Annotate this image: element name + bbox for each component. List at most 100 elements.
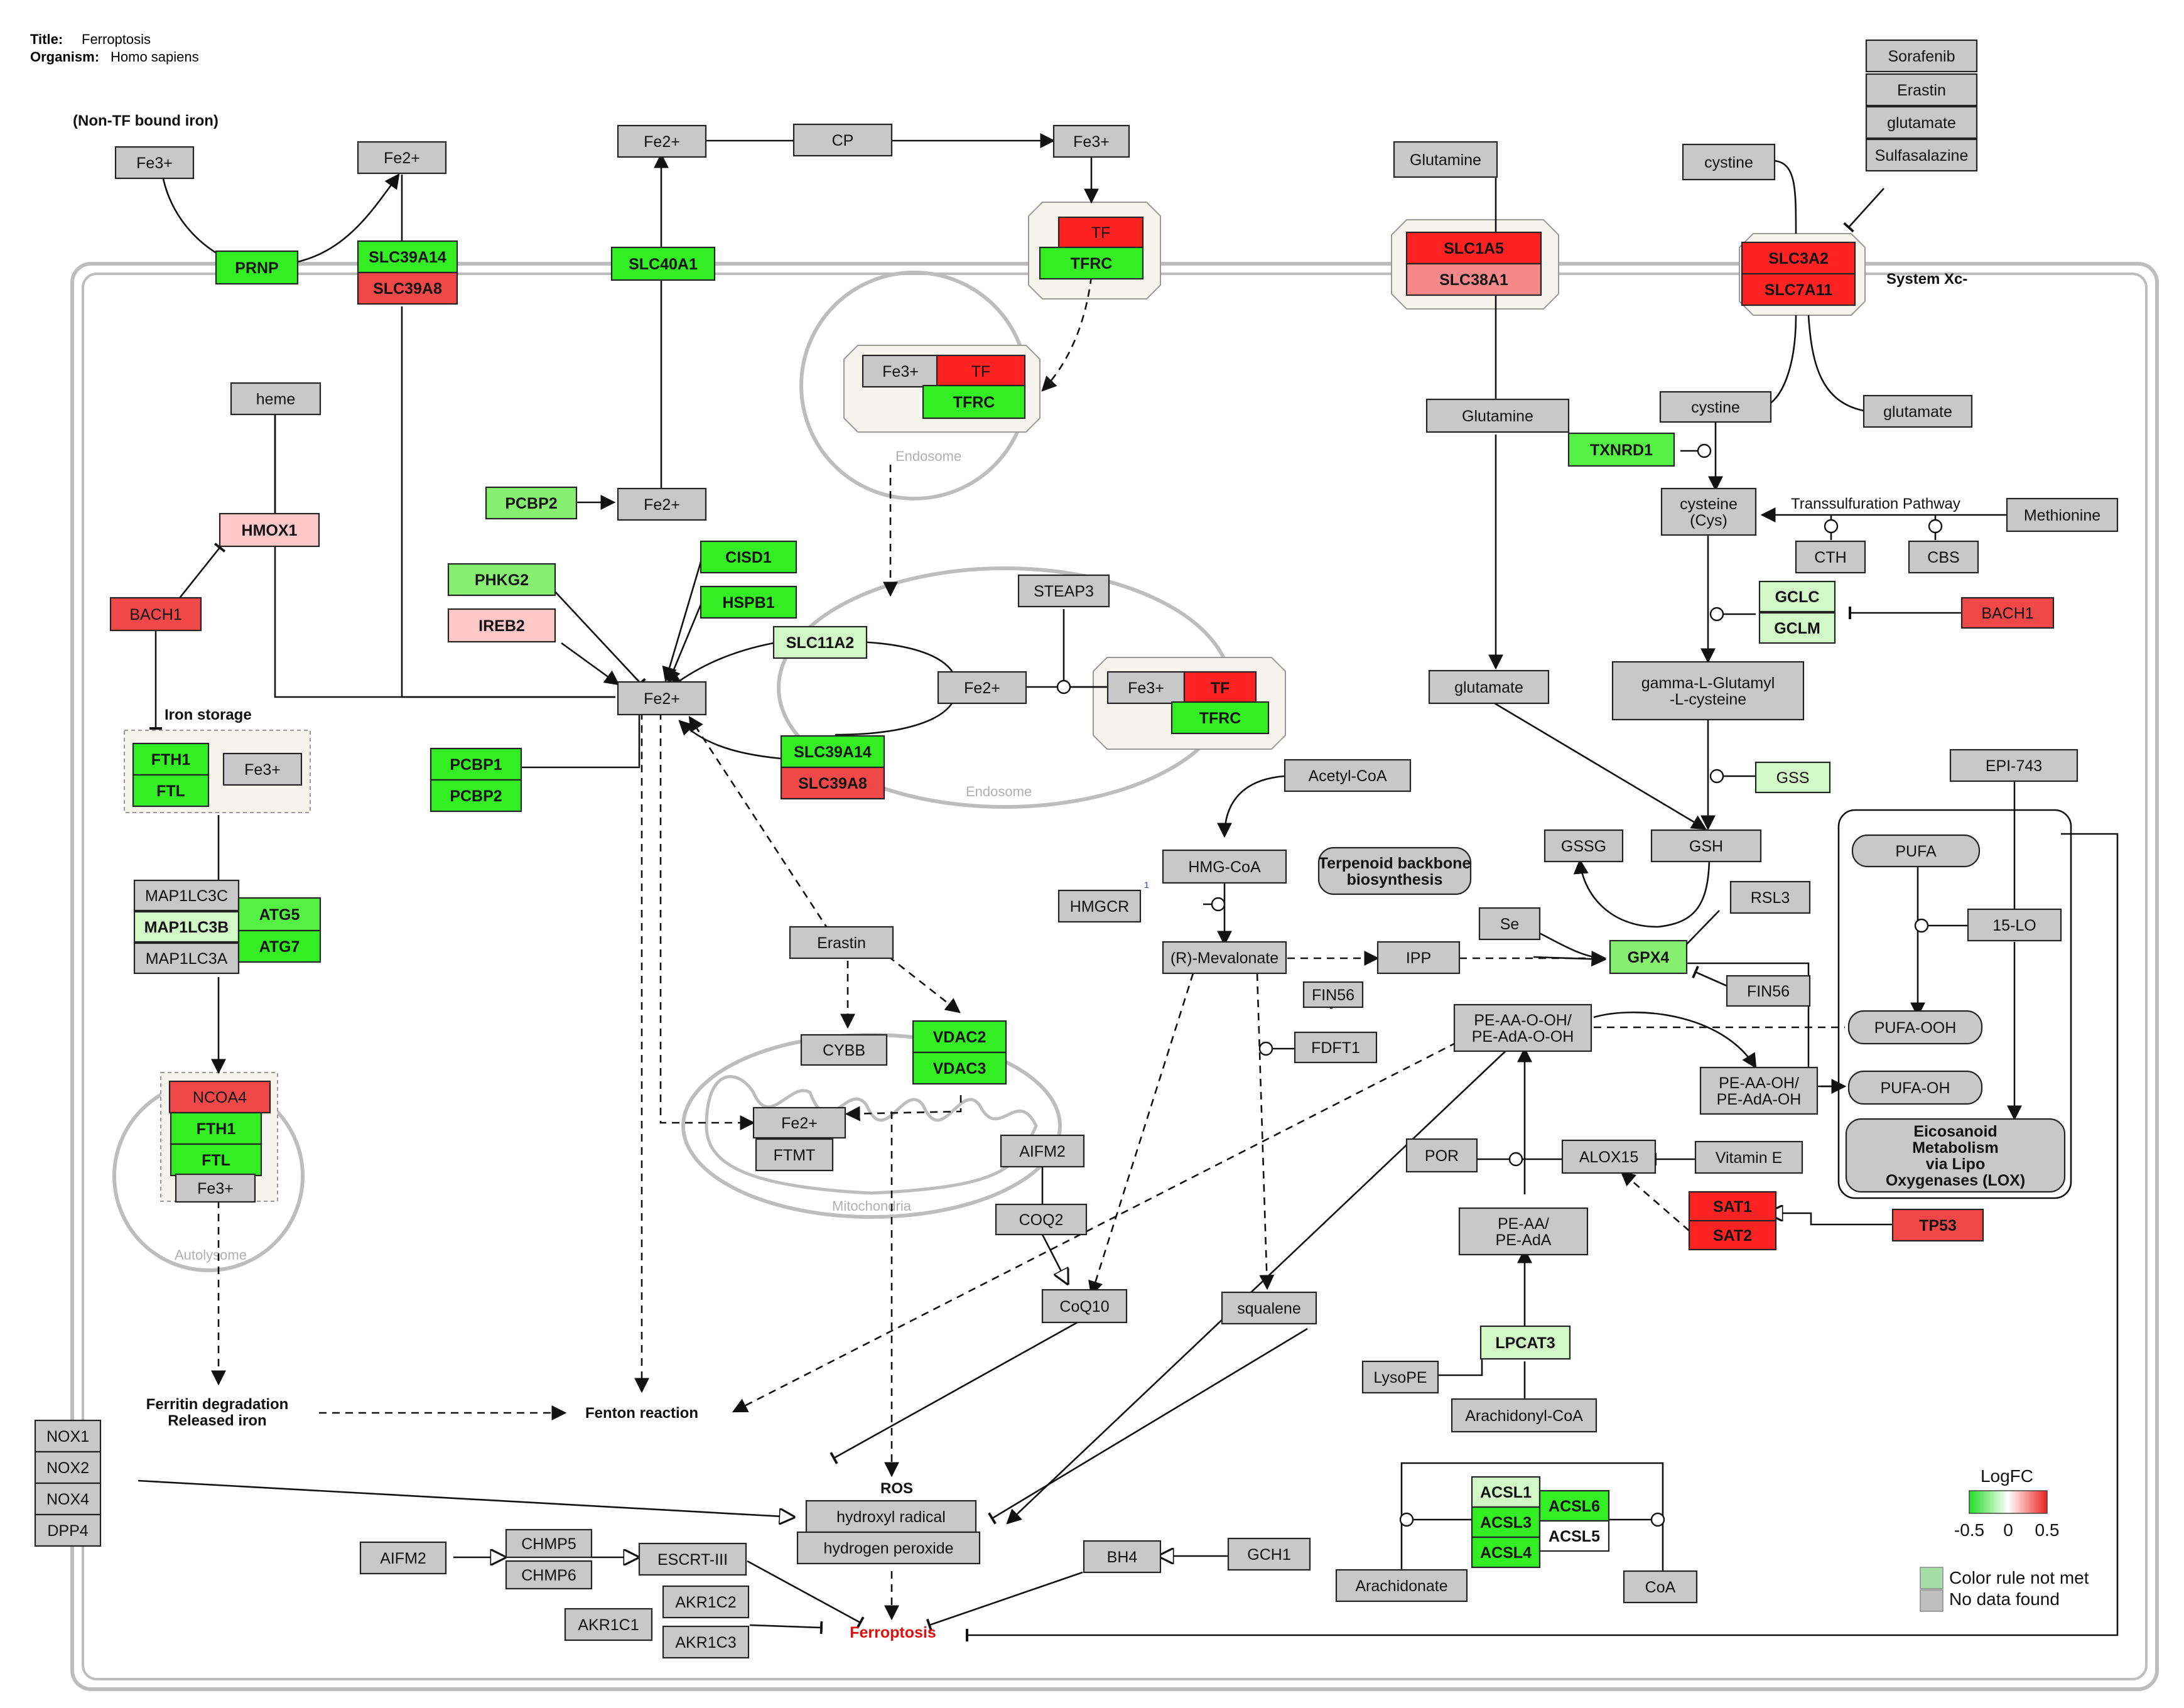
node-label: GSSG — [1561, 838, 1606, 855]
edge — [1533, 951, 1607, 967]
node-dpp4: DPP4 — [34, 1513, 102, 1547]
node-box — [1795, 540, 1866, 574]
node-steap3: STEAP3 — [1017, 574, 1110, 608]
node-h2o2: hydrogen peroxide — [796, 1531, 981, 1565]
node-gsh: GSH — [1650, 829, 1762, 863]
node-box — [34, 1513, 102, 1547]
node-box — [1052, 124, 1130, 158]
ferritin-degradation-label: Ferritin degradation — [146, 1396, 289, 1413]
node-slc39a8-endo: SLC39A8 — [780, 766, 885, 800]
edge — [1774, 159, 1797, 234]
edge — [1006, 1044, 1513, 1525]
node-label: AIFM2 — [380, 1550, 426, 1567]
edge — [966, 833, 2119, 1641]
node-slc38a1: SLC38A1 — [1405, 262, 1542, 296]
node-label: VDAC2 — [933, 1029, 987, 1046]
organism-label: Organism: — [30, 49, 99, 65]
node-label: GSS — [1776, 769, 1810, 787]
node-box — [1471, 1506, 1541, 1538]
node-label: Oxygenases (LOX) — [1886, 1172, 2025, 1189]
node-label: FIN56 — [1747, 983, 1790, 1000]
node-box — [222, 752, 303, 786]
node-label: DPP4 — [47, 1522, 88, 1540]
node-fe3-nontf: Fe3+ — [114, 146, 195, 180]
node-mevalonate: (R)-Mevalonate — [1162, 941, 1287, 975]
node-box — [700, 540, 797, 574]
node-prnp: PRNP — [215, 250, 299, 285]
node-box — [1335, 1569, 1468, 1603]
node-label: hydrogen peroxide — [823, 1540, 953, 1557]
edge — [845, 1095, 962, 1122]
node-peaaooh: PE-AA-O-OH/PE-AdA-O-OH — [1453, 1003, 1592, 1052]
node-label: FIN56 — [1312, 986, 1354, 1004]
node-label: NOX2 — [46, 1459, 89, 1477]
node-peaa: PE-AA/PE-AdA — [1458, 1207, 1589, 1256]
node-box — [1699, 1066, 1819, 1115]
node-label: SLC38A1 — [1439, 271, 1508, 289]
node-box — [1428, 669, 1550, 705]
node-label: Acetyl-CoA — [1308, 767, 1387, 785]
node-methionine: Methionine — [2006, 497, 2119, 532]
node-label: (Cys) — [1690, 512, 1727, 529]
node-box — [1611, 661, 1805, 721]
node-tp53: TP53 — [1891, 1208, 1984, 1242]
node-label: Metabolism — [1912, 1139, 1999, 1157]
node-box — [1960, 597, 2055, 629]
node-box — [1039, 246, 1144, 280]
node-label: Glutamine — [1410, 151, 1481, 169]
node-box — [109, 597, 202, 632]
edge — [659, 712, 755, 1130]
node-fin56-a: FIN56 — [1302, 981, 1364, 1008]
node-label: GSH — [1689, 838, 1723, 855]
node-label: MAP1LC3C — [145, 887, 228, 905]
node-tf-endo2: TF — [1183, 671, 1257, 705]
node-acsl5: ACSL5 — [1538, 1520, 1610, 1552]
node-label: NOX4 — [46, 1491, 89, 1508]
node-box — [1694, 1140, 1803, 1174]
node-tfrc-endo2: TFRC — [1170, 701, 1270, 735]
mitochondria-cristae — [705, 1075, 1038, 1195]
node-label: CTH — [1814, 549, 1846, 566]
node-box — [1405, 1138, 1478, 1173]
node-label: CISD1 — [725, 549, 772, 566]
edge — [926, 1571, 1083, 1632]
node-label: POR — [1425, 1147, 1459, 1165]
node-escrt: ESCRT-III — [638, 1542, 747, 1576]
node-label: ALOX15 — [1579, 1149, 1639, 1166]
node-label: TF — [1211, 679, 1230, 697]
node-box — [617, 487, 707, 521]
node-label: ATG7 — [259, 938, 300, 956]
node-box — [1949, 749, 2079, 782]
edge — [1088, 973, 1194, 1297]
node-box — [1741, 241, 1856, 275]
node-chmp6: CHMP6 — [505, 1560, 593, 1590]
node-label: NCOA4 — [193, 1089, 247, 1106]
node-cystine-in: cystine — [1659, 391, 1772, 423]
node-fe2-main: Fe2+ — [617, 681, 707, 716]
node-box — [1862, 394, 1973, 428]
ferroptosis-label: Ferroptosis — [850, 1624, 936, 1641]
node-box — [1451, 1398, 1597, 1433]
node-pcbp1: PCBP1 — [430, 747, 522, 781]
system-xc-label: System Xc- — [1886, 271, 1967, 288]
legend: LogFC -0.5 0 0.5 Color rule not met No d… — [1920, 1466, 2089, 1612]
node-slc1a5: SLC1A5 — [1405, 231, 1542, 265]
node-box — [1865, 39, 1978, 73]
node-box — [133, 911, 240, 943]
node-box — [936, 354, 1026, 388]
node-pufaooh: PUFA-OOH — [1847, 1010, 1983, 1045]
node-box — [1741, 273, 1856, 306]
node-box — [912, 1051, 1007, 1085]
node-box — [168, 1080, 271, 1114]
node-box — [995, 1203, 1088, 1236]
node-label: GCH1 — [1247, 1546, 1290, 1564]
node-label: Sorafenib — [1888, 48, 1955, 65]
node-label: Erastin — [817, 934, 866, 952]
node-sat1: SAT1 — [1688, 1191, 1777, 1222]
edge — [1593, 1011, 1757, 1069]
node-box — [1302, 981, 1364, 1008]
node-pufa: PUFA — [1851, 834, 1981, 868]
legend-tick: -0.5 — [1954, 1520, 1984, 1540]
edge — [1041, 1234, 1068, 1284]
node-label: Glutamine — [1462, 408, 1533, 425]
